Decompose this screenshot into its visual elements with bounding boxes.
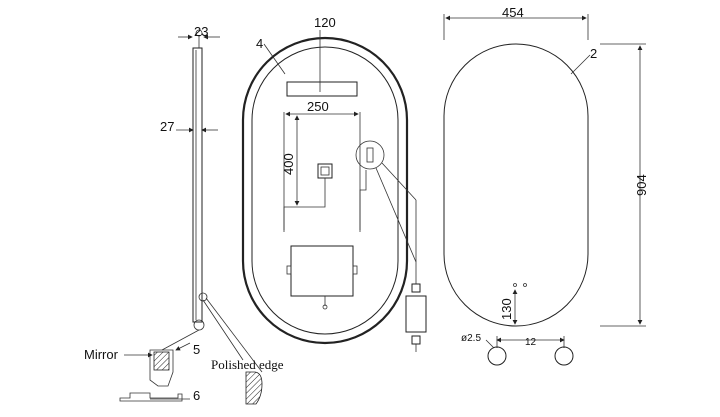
inner-frame bbox=[251, 46, 399, 335]
front-view: 454 2 904 130 ø2.5 12 bbox=[443, 5, 649, 366]
sensor-box bbox=[317, 163, 333, 179]
label-mirror: Mirror bbox=[84, 347, 119, 362]
dim-overall-width: 454 bbox=[502, 5, 524, 20]
polished-edge-section bbox=[245, 371, 263, 405]
side-profile bbox=[192, 47, 203, 323]
sensor-hole-left bbox=[487, 346, 507, 366]
dim-hole-spacing: 12 bbox=[525, 337, 537, 348]
dim-offset: 27 bbox=[160, 119, 174, 134]
dim-detail-top: 5 bbox=[193, 342, 200, 357]
connector-enlarged bbox=[405, 295, 427, 333]
dim-panel-height: 400 bbox=[281, 153, 296, 175]
connector-detail bbox=[355, 140, 385, 170]
led-strip bbox=[286, 81, 358, 97]
edge-detail-marker bbox=[198, 292, 208, 302]
callout-frame: 4 bbox=[256, 36, 263, 51]
mirror-section bbox=[149, 349, 174, 387]
label-polished-edge: Polished edge bbox=[211, 357, 284, 372]
side-view: 23 27 Mirror 5 6 Polished edge bbox=[84, 24, 284, 405]
dim-strip-width: 120 bbox=[314, 15, 336, 30]
driver-box bbox=[290, 245, 354, 297]
sensor-hole-right bbox=[554, 346, 574, 366]
front-outline bbox=[443, 43, 589, 327]
dim-panel-width: 250 bbox=[307, 99, 329, 114]
dim-thickness: 23 bbox=[194, 24, 208, 39]
dim-hole-diameter: ø2.5 bbox=[461, 333, 481, 344]
dim-sensor-height: 130 bbox=[499, 298, 514, 320]
callout-radius: 2 bbox=[590, 46, 597, 61]
back-view: 4 120 250 400 bbox=[241, 15, 427, 352]
dim-detail-bottom: 6 bbox=[193, 388, 200, 403]
dim-overall-height: 904 bbox=[634, 174, 649, 196]
bracket-section bbox=[119, 392, 183, 402]
